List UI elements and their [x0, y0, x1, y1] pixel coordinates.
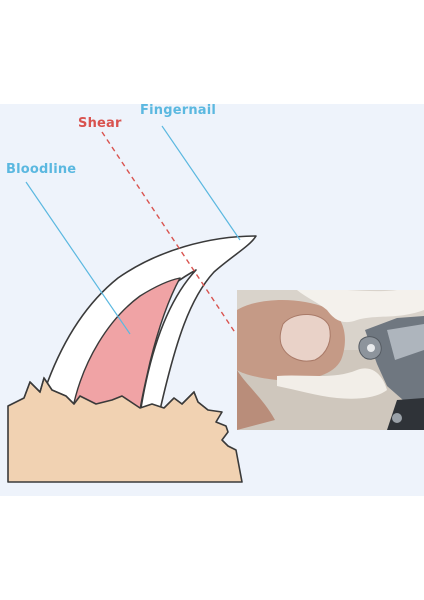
fingernail-pointer — [161, 125, 241, 241]
bloodline-label: Bloodline — [6, 162, 77, 177]
shear-label: Shear — [78, 116, 122, 131]
fingernail-label: Fingernail — [140, 103, 217, 118]
fur-tuft-right — [173, 390, 209, 411]
bloodline-pointer — [25, 181, 131, 335]
clipper-trimming-paw-photo — [237, 290, 424, 430]
shear-line — [101, 131, 237, 335]
fur-tuft-left — [23, 376, 67, 399]
